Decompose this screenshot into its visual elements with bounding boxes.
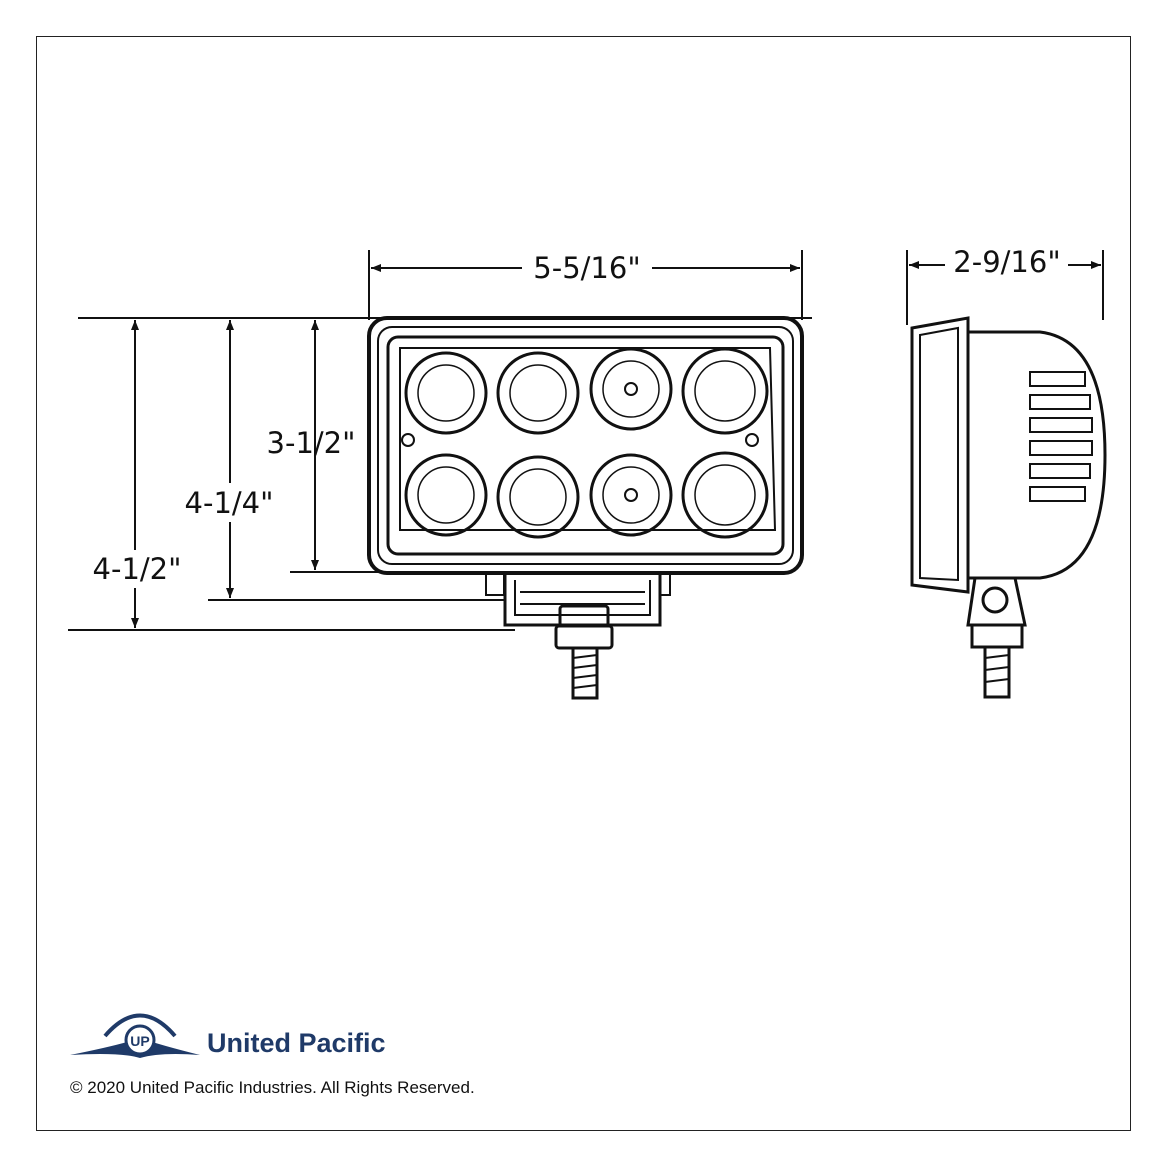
cooling-fins bbox=[1029, 371, 1093, 502]
brand-name: United Pacific bbox=[207, 1028, 386, 1058]
lens-height-label: 3-1/2" bbox=[267, 426, 356, 460]
logo-letters: UP bbox=[130, 1033, 149, 1049]
width-label: 5-5/16" bbox=[533, 251, 640, 285]
united-pacific-logo-icon: UP bbox=[70, 1013, 200, 1058]
overall-height-label: 4-1/2" bbox=[93, 552, 182, 586]
depth-label: 2-9/16" bbox=[953, 245, 1060, 279]
front-bracket bbox=[485, 572, 671, 700]
housing-height-label: 4-1/4" bbox=[185, 486, 274, 520]
led-row-top bbox=[404, 347, 769, 435]
drawing-frame bbox=[36, 36, 1131, 1131]
front-view bbox=[367, 316, 804, 700]
side-view bbox=[910, 316, 1107, 699]
led-row-bottom bbox=[404, 451, 769, 539]
copyright-text: © 2020 United Pacific Industries. All Ri… bbox=[70, 1078, 475, 1097]
